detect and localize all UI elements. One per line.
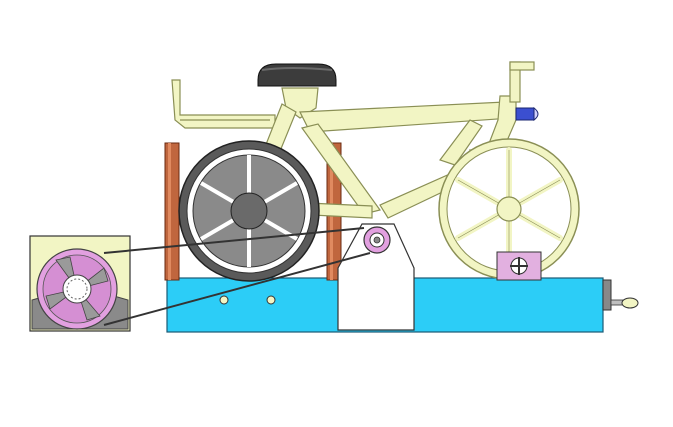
base-hole-left	[219, 295, 229, 305]
generator-bracket	[337, 223, 415, 331]
rear-wheel	[178, 140, 320, 282]
handlebar	[509, 61, 535, 103]
post-left	[164, 142, 180, 281]
front-wheel	[438, 138, 580, 280]
head-brace	[439, 119, 483, 166]
crank-handle	[602, 279, 639, 311]
headlamp	[515, 106, 539, 122]
inset-pulley	[36, 248, 118, 330]
front-clamp	[496, 251, 542, 281]
down-tube	[300, 123, 382, 215]
detail-inset	[29, 235, 131, 332]
handlebar-grip	[509, 61, 535, 71]
belt	[103, 227, 371, 326]
base-hole-right	[266, 295, 276, 305]
seat	[257, 63, 337, 87]
rear-rack	[171, 79, 276, 129]
